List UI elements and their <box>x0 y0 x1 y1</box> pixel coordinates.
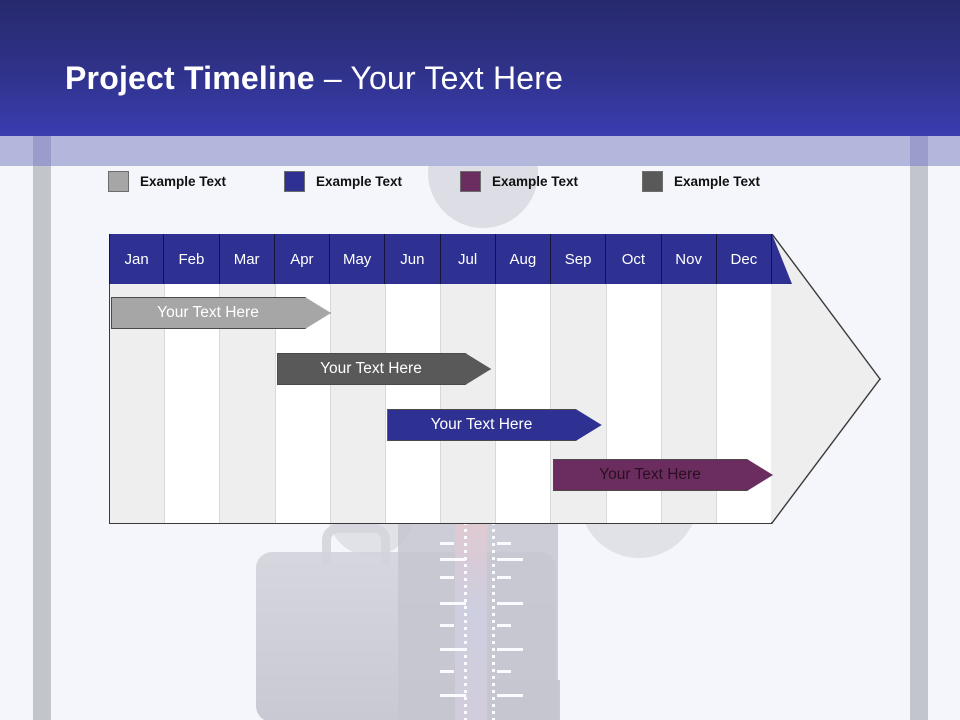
task-bar-label: Your Text Here <box>430 416 533 433</box>
ruler-tick <box>440 558 466 561</box>
page-title-light: Your Text Here <box>350 60 564 96</box>
legend-swatch-icon <box>460 170 481 192</box>
legend-item-label: Example Text <box>140 173 227 189</box>
month-cell-jul[interactable]: Jul <box>440 234 496 284</box>
month-cell-jun[interactable]: Jun <box>385 234 441 284</box>
ruler-tick <box>497 624 511 627</box>
month-cell-dec[interactable]: Dec <box>716 234 772 284</box>
task-bar-shape <box>387 409 601 441</box>
ruler-tick <box>497 602 523 605</box>
ruler-tick <box>497 576 511 579</box>
ruler-tick <box>497 694 523 697</box>
month-cell-jan[interactable]: Jan <box>109 234 165 284</box>
title-banner: Project Timeline – Your Text Here <box>0 0 960 136</box>
page-title: Project Timeline – Your Text Here <box>65 60 563 97</box>
legend-swatch-icon <box>284 170 305 192</box>
ruler-gradient-strip <box>455 520 487 720</box>
month-cell-aug[interactable]: Aug <box>495 234 551 284</box>
briefcase-base-icon <box>400 680 560 720</box>
timeline-arrow-outline <box>109 234 881 524</box>
task-bar-3[interactable]: Your Text Here <box>387 409 601 441</box>
lavender-band <box>0 135 960 166</box>
month-cell-nov[interactable]: Nov <box>661 234 717 284</box>
ruler-tick <box>440 542 454 545</box>
month-cell-sep[interactable]: Sep <box>551 234 607 284</box>
lavender-band-left-tint <box>33 135 51 166</box>
task-bar-shape <box>553 459 773 491</box>
task-bar-label: Your Text Here <box>599 466 701 483</box>
lavender-band-right-tint <box>910 135 928 166</box>
legend-item-label: Example Text <box>674 173 761 189</box>
ruler-dot-column <box>464 522 467 720</box>
ruler-tick <box>440 648 466 651</box>
task-bar-label: Your Text Here <box>320 360 422 377</box>
left-accent-stripe <box>33 135 51 720</box>
ruler-tick <box>440 576 454 579</box>
month-cell-apr[interactable]: Apr <box>274 234 330 284</box>
month-cell-feb[interactable]: Feb <box>164 234 220 284</box>
ruler-tick <box>497 648 523 651</box>
ruler-tick <box>497 542 511 545</box>
ruler-dot-column <box>492 522 495 720</box>
task-bar-2[interactable]: Your Text Here <box>277 353 491 385</box>
legend-item-label: Example Text <box>316 173 403 189</box>
ruler-tick <box>497 558 523 561</box>
month-cell-mar[interactable]: Mar <box>219 234 275 284</box>
ruler-icon <box>398 520 558 720</box>
briefcase-icon <box>256 552 556 720</box>
legend-item[interactable]: Example Text <box>460 170 579 192</box>
ruler-tick <box>440 624 454 627</box>
legend-item[interactable]: Example Text <box>108 170 227 192</box>
legend-swatch-icon <box>108 170 129 192</box>
task-bar-1[interactable]: Your Text Here <box>111 297 331 329</box>
task-bar-shape <box>277 353 491 385</box>
briefcase-handle-icon <box>322 524 390 564</box>
month-cell-may[interactable]: May <box>330 234 386 284</box>
legend-item-label: Example Text <box>492 173 579 189</box>
page-title-separator: – <box>314 60 351 96</box>
legend-item[interactable]: Example Text <box>284 170 403 192</box>
ruler-tick <box>440 670 454 673</box>
right-accent-stripe <box>910 135 928 720</box>
legend-item[interactable]: Example Text <box>642 170 761 192</box>
task-bar-label: Your Text Here <box>157 304 259 321</box>
task-bar-4[interactable]: Your Text Here <box>553 459 773 491</box>
legend-swatch-icon <box>642 170 663 192</box>
ruler-tick <box>440 602 466 605</box>
ruler-tick <box>497 670 511 673</box>
task-bar-shape <box>111 297 331 329</box>
month-header-arrow-tip <box>772 234 792 284</box>
month-cell-oct[interactable]: Oct <box>606 234 662 284</box>
ruler-tick <box>440 694 466 697</box>
page-title-strong: Project Timeline <box>65 60 315 96</box>
